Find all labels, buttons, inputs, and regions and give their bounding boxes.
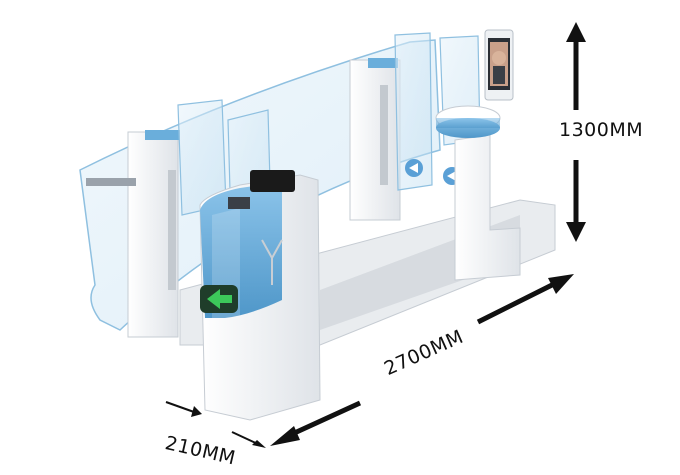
length-dimension-arrow bbox=[270, 274, 574, 446]
green-arrow-icon bbox=[207, 289, 232, 309]
left-back-post bbox=[86, 130, 180, 338]
face-reader-pedestal bbox=[435, 29, 521, 281]
front-main-post bbox=[199, 170, 321, 421]
height-dimension-label: 1300MM bbox=[559, 119, 644, 141]
center-back-post bbox=[349, 58, 401, 221]
width-dimension-arrow bbox=[165, 401, 266, 448]
y-logo-icon bbox=[261, 239, 283, 285]
height-dimension-arrow bbox=[566, 22, 586, 242]
